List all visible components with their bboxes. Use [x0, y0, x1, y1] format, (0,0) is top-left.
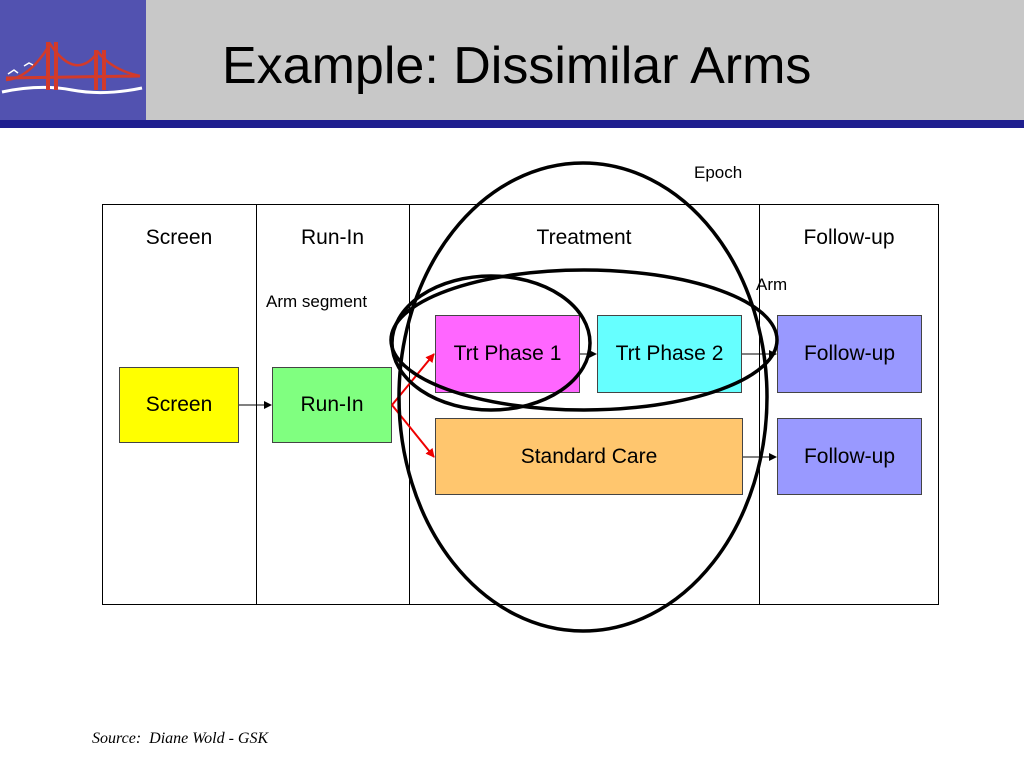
arm-label: Arm: [756, 275, 788, 294]
source-note: Source: Diane Wold - GSK: [92, 730, 269, 747]
trt-phase-2-box: Trt Phase 2: [597, 315, 742, 393]
arm-segment-label: Arm segment: [266, 292, 368, 311]
epoch-ellipse: [397, 161, 769, 633]
follow-up-box: Follow-up: [777, 315, 922, 393]
standard-care-box: Standard Care: [435, 418, 743, 495]
follow-up-box: Follow-up: [777, 418, 922, 495]
logo: [0, 0, 146, 120]
golden-gate-bridge-icon: [1, 41, 143, 95]
column-header-screen: Screen: [145, 226, 213, 249]
arm-segment-ellipse: [390, 274, 592, 412]
arm-ellipse: [389, 268, 779, 412]
column-header-run-in: Run-In: [300, 226, 365, 249]
trt-phase-1-box: Trt Phase 1: [435, 315, 580, 393]
epoch-label: Epoch: [694, 163, 743, 182]
column-divider: [409, 204, 410, 605]
header-rule: [0, 120, 1024, 128]
run-in-box: Run-In: [272, 367, 392, 443]
screen-box: Screen: [119, 367, 239, 443]
epoch-grid: [102, 204, 939, 605]
column-header-treatment: Treatment: [536, 226, 632, 249]
slide-title: Example: Dissimilar Arms: [222, 37, 812, 95]
title-bar: [0, 0, 1024, 120]
column-header-follow-up: Follow-up: [803, 226, 895, 249]
column-divider: [759, 204, 760, 605]
